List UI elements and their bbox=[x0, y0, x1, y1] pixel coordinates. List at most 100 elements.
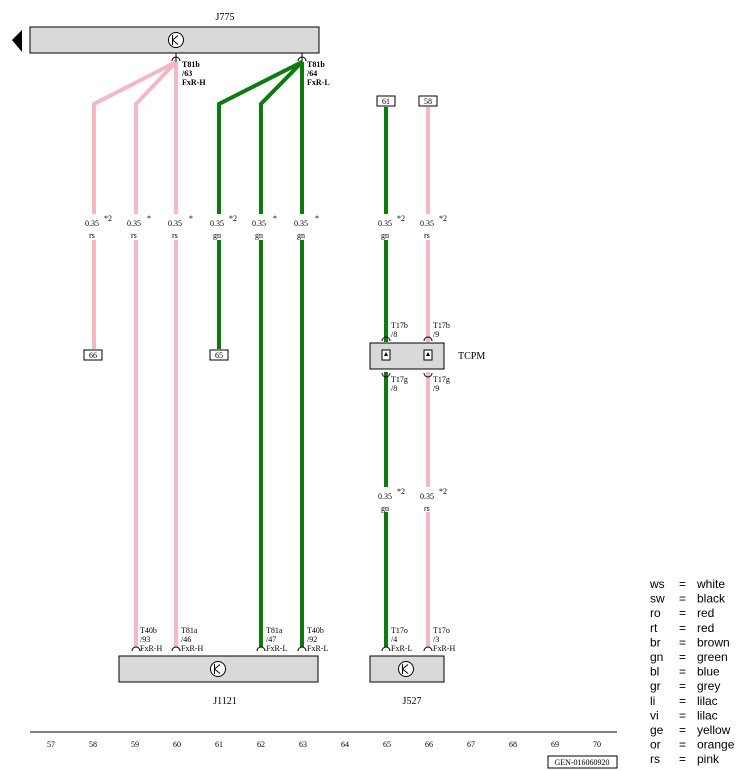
track-number: 68 bbox=[509, 740, 517, 749]
j775-label: J775 bbox=[216, 12, 235, 23]
legend-name: grey bbox=[697, 679, 720, 693]
wire-label-group: 0.35 *2 rs 0.35 * rs 0.35 * rs 0.35 *2 g… bbox=[85, 214, 447, 240]
wire-size: 0.35 bbox=[378, 219, 392, 228]
track-number: 57 bbox=[47, 740, 55, 749]
legend-code: gn bbox=[650, 650, 663, 664]
wire-color: rs bbox=[424, 231, 430, 240]
wire-color: gn bbox=[213, 231, 221, 240]
legend-equals: = bbox=[679, 708, 686, 722]
pin-number: /46 bbox=[181, 635, 191, 644]
ref-box bbox=[209, 349, 229, 361]
pin-number: /47 bbox=[266, 635, 276, 644]
legend-name: white bbox=[696, 577, 725, 591]
pin-signal: FxR-H bbox=[181, 644, 203, 653]
pin-number: /8 bbox=[391, 330, 397, 339]
legend-code: rs bbox=[650, 752, 660, 766]
ref-box bbox=[83, 349, 103, 361]
pin-signal: FxR-L bbox=[391, 644, 412, 653]
pin-number: /4 bbox=[391, 635, 397, 644]
wire-note: *2 bbox=[104, 214, 112, 223]
pin-signal: FxR-H bbox=[433, 644, 455, 653]
pin-signal: FxR-L bbox=[307, 644, 328, 653]
legend-code: ws bbox=[649, 577, 665, 591]
pin-marker bbox=[297, 53, 307, 62]
pin-label: T17g bbox=[433, 375, 450, 384]
legend-equals: = bbox=[679, 577, 686, 591]
legend-code: rt bbox=[650, 621, 658, 635]
legend-equals: = bbox=[679, 592, 686, 606]
pin-number: /8 bbox=[391, 384, 397, 393]
pin-number: /63 bbox=[181, 69, 192, 78]
pin-label: T17g bbox=[391, 375, 408, 384]
wire-color: rs bbox=[172, 231, 178, 240]
wire-note: *2 bbox=[439, 487, 447, 496]
wire-note: *2 bbox=[397, 487, 405, 496]
track-number: 69 bbox=[551, 740, 559, 749]
pin-label: T40b bbox=[140, 626, 157, 635]
wire-note: * bbox=[147, 214, 151, 223]
legend-name: brown bbox=[697, 635, 730, 649]
pin-marker bbox=[171, 53, 181, 62]
legend-equals: = bbox=[679, 635, 686, 649]
ref-label: 66 bbox=[89, 351, 97, 360]
wire-size: 0.35 bbox=[294, 219, 308, 228]
pin-number: /64 bbox=[306, 69, 317, 78]
legend-name: yellow bbox=[697, 723, 731, 737]
wire-note: *2 bbox=[439, 214, 447, 223]
legend-equals: = bbox=[679, 723, 686, 737]
legend-name: pink bbox=[697, 752, 720, 766]
pin-label: T17b bbox=[433, 321, 450, 330]
wire-size: 0.35 bbox=[210, 219, 224, 228]
wire-color: rs bbox=[89, 231, 95, 240]
wire-note: *2 bbox=[229, 214, 237, 223]
wire-size: 0.35 bbox=[168, 219, 182, 228]
tcpm-box bbox=[369, 342, 445, 370]
wire-note: * bbox=[273, 214, 277, 223]
legend-equals: = bbox=[679, 694, 686, 708]
legend-equals: = bbox=[679, 665, 686, 679]
legend-name: black bbox=[697, 592, 726, 606]
ref-box bbox=[418, 95, 438, 107]
track-number: 66 bbox=[425, 740, 433, 749]
wire-note: * bbox=[189, 214, 193, 223]
legend-code: bl bbox=[650, 665, 659, 679]
legend-code: sw bbox=[650, 592, 665, 606]
legend-code: or bbox=[650, 738, 661, 752]
transistor-icon bbox=[210, 661, 226, 677]
pin-label: T17o bbox=[391, 626, 408, 635]
legend-name: lilac bbox=[697, 694, 718, 708]
wire-note: *2 bbox=[397, 214, 405, 223]
ref-label: 58 bbox=[424, 97, 432, 106]
wire-size: 0.35 bbox=[420, 492, 434, 501]
track-number: 64 bbox=[341, 740, 349, 749]
wire-size: 0.35 bbox=[420, 219, 434, 228]
legend-code: br bbox=[650, 635, 661, 649]
wire-label-group: 0.35 *2 gn 0.35 *2 rs bbox=[378, 487, 447, 513]
track-number: 63 bbox=[299, 740, 307, 749]
legend-equals: = bbox=[679, 738, 686, 752]
wire-color: gn bbox=[255, 231, 263, 240]
pin-signal: FxR-H bbox=[182, 78, 206, 87]
doc-id-box bbox=[547, 755, 618, 769]
transistor-icon bbox=[398, 661, 414, 677]
wire-color: rs bbox=[424, 504, 430, 513]
legend-name: green bbox=[697, 650, 728, 664]
color-legend: ws=whitesw=blackro=redrt=redbr=browngn=g… bbox=[649, 577, 735, 766]
legend-code: ro bbox=[650, 606, 661, 620]
pin-label: T81a bbox=[266, 626, 283, 635]
track-number: 59 bbox=[131, 740, 139, 749]
track-number: 60 bbox=[173, 740, 181, 749]
wire-size: 0.35 bbox=[252, 219, 266, 228]
wire-color: gn bbox=[381, 504, 389, 513]
legend-code: li bbox=[650, 694, 655, 708]
ref-label: 61 bbox=[382, 97, 390, 106]
track-number: 61 bbox=[215, 740, 223, 749]
pin-label: T40b bbox=[307, 626, 324, 635]
wire-note: * bbox=[315, 214, 319, 223]
connector-icon bbox=[423, 349, 433, 361]
pin-marker bbox=[381, 336, 433, 378]
back-arrow-icon[interactable] bbox=[12, 30, 22, 52]
pin-number: /93 bbox=[140, 635, 150, 644]
